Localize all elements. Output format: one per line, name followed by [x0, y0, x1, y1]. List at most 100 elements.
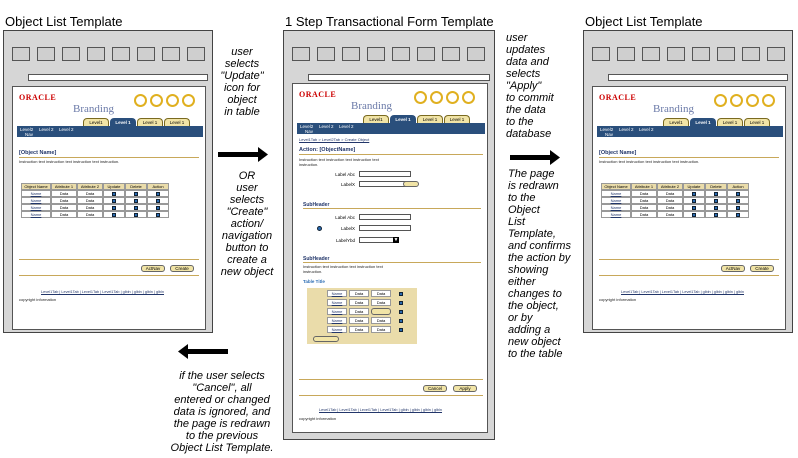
action-icon[interactable]	[156, 199, 160, 203]
text-input[interactable]	[359, 225, 411, 231]
delete-icon[interactable]	[134, 199, 138, 203]
toolbar-button	[767, 47, 785, 61]
instruction-text: Instruction text instruction text instru…	[19, 159, 120, 164]
level2-link[interactable]: Level 2	[319, 124, 334, 129]
action-icon[interactable]	[156, 192, 160, 196]
delete-icon[interactable]	[134, 206, 138, 210]
tab-level1[interactable]: Level 1	[744, 118, 770, 126]
oracle-logo: ORACLE	[299, 90, 337, 99]
table-cell-name[interactable]: Name	[327, 326, 347, 333]
action-icon[interactable]	[736, 206, 740, 210]
action-icon[interactable]	[736, 192, 740, 196]
create-button[interactable]: Create	[170, 265, 194, 272]
footer-links[interactable]: Level1Tab | Level1Tab | Level1Tab | Leve…	[41, 290, 165, 294]
action-icon[interactable]	[736, 199, 740, 203]
update-icon[interactable]	[399, 319, 403, 323]
update-icon[interactable]	[692, 213, 696, 217]
tab-level1[interactable]: Level 1	[164, 118, 190, 126]
tab-level1-active[interactable]: Level 1	[690, 118, 716, 126]
level2-link[interactable]: Level2	[300, 124, 314, 129]
action-icon[interactable]	[156, 206, 160, 210]
actnav-button[interactable]: ActNav	[141, 265, 165, 272]
level2-link[interactable]: Level2	[600, 127, 614, 132]
level2-nav-bar: Level2 Level 2 Level 2 Nav	[297, 123, 485, 134]
action-icon[interactable]	[156, 213, 160, 217]
delete-icon[interactable]	[134, 192, 138, 196]
tab-level1[interactable]: Level 1	[137, 118, 163, 126]
toolbar-button	[692, 47, 710, 61]
cancel-button[interactable]: Cancel	[423, 385, 447, 392]
lov-button[interactable]	[403, 181, 419, 187]
subheader-rule	[303, 262, 481, 263]
heading-rule	[299, 154, 483, 155]
footer-links[interactable]: Level1Tab | Level1Tab | Level1Tab | Leve…	[319, 408, 443, 412]
table-cell: Data	[51, 211, 77, 218]
delete-icon[interactable]	[714, 192, 718, 196]
table-cell-name[interactable]: Name	[327, 317, 347, 324]
table-cell-name[interactable]: Name	[21, 211, 51, 218]
update-icon[interactable]	[399, 328, 403, 332]
level2-link[interactable]: Level 2	[59, 127, 74, 132]
table-cell: Data	[371, 290, 391, 297]
tab-level1[interactable]: Level 1	[417, 115, 443, 123]
annotation-create: OR user selects "Create" action/ navigat…	[212, 170, 282, 278]
table-cell-name[interactable]: Name	[327, 308, 347, 315]
delete-icon[interactable]	[714, 199, 718, 203]
delete-icon[interactable]	[714, 213, 718, 217]
tab-level1-active[interactable]: Level 1	[390, 115, 416, 123]
update-icon[interactable]	[399, 301, 403, 305]
level2-link[interactable]: Level 2	[39, 127, 54, 132]
update-icon[interactable]	[692, 199, 696, 203]
annotation-line: entered or changed	[174, 394, 270, 406]
annotation-line: OR	[238, 170, 256, 182]
tab-level1-active[interactable]: Level 1	[110, 118, 136, 126]
level2-link[interactable]: Level2	[20, 127, 34, 132]
table-cell-name[interactable]: Name	[601, 197, 631, 204]
text-input[interactable]	[359, 171, 411, 177]
delete-icon[interactable]	[714, 206, 718, 210]
update-icon[interactable]	[112, 192, 116, 196]
table-cell-name[interactable]: Name	[601, 204, 631, 211]
text-input[interactable]	[359, 214, 411, 220]
tab-level1[interactable]: Level 1	[717, 118, 743, 126]
annotation-line: either	[508, 276, 536, 288]
update-icon[interactable]	[112, 206, 116, 210]
tab-level1[interactable]: Level1	[363, 115, 389, 123]
table-cell-name[interactable]: Name	[601, 190, 631, 197]
breadcrumb[interactable]: Level1Tab > Level2Tab > Create Object	[299, 137, 370, 142]
table-cell-name[interactable]: Name	[327, 299, 347, 306]
table-cell	[727, 211, 749, 218]
actnav-button[interactable]: ActNav	[721, 265, 745, 272]
table-cell-name[interactable]: Name	[327, 290, 347, 297]
update-icon[interactable]	[692, 206, 696, 210]
update-icon[interactable]	[112, 213, 116, 217]
level2-link[interactable]: Level 2	[339, 124, 354, 129]
chevron-down-icon[interactable]: ▼	[393, 237, 399, 243]
table-cell-name[interactable]: Name	[21, 197, 51, 204]
table-cell: Data	[349, 317, 369, 324]
action-icon[interactable]	[736, 213, 740, 217]
row-button[interactable]	[371, 308, 391, 315]
update-icon[interactable]	[112, 199, 116, 203]
delete-icon[interactable]	[134, 213, 138, 217]
tab-level1[interactable]: Level1	[663, 118, 689, 126]
table-cell-name[interactable]: Name	[21, 204, 51, 211]
create-button[interactable]: Create	[750, 265, 774, 272]
update-icon[interactable]	[692, 192, 696, 196]
level2-link[interactable]: Level 2	[639, 127, 654, 132]
level2-link[interactable]: Level 2	[619, 127, 634, 132]
table-cell-name[interactable]: Name	[601, 211, 631, 218]
footer-links[interactable]: Level1Tab | Level1Tab | Level1Tab | Leve…	[621, 290, 745, 294]
annotation-redrawn: The page is redrawn to the Object List T…	[508, 168, 582, 360]
update-icon[interactable]	[399, 292, 403, 296]
apply-button[interactable]: Apply	[453, 385, 477, 392]
branding-text: Branding	[73, 103, 114, 115]
table-cell: Data	[657, 197, 683, 204]
table-cell-name[interactable]: Name	[21, 190, 51, 197]
tab-level1[interactable]: Level 1	[444, 115, 470, 123]
tab-level1[interactable]: Level1	[83, 118, 109, 126]
table-action-button[interactable]	[313, 336, 339, 342]
globe-icon	[430, 91, 443, 104]
update-icon[interactable]	[399, 310, 403, 314]
radio-icon[interactable]	[317, 226, 322, 231]
